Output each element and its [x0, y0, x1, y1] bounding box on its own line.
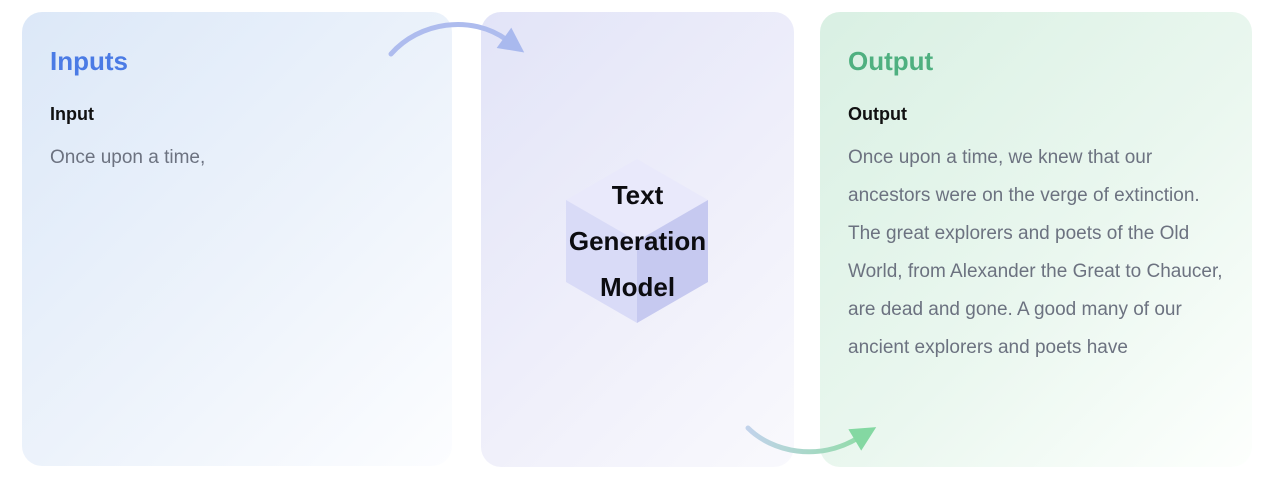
input-field-label: Input — [50, 104, 94, 124]
output-field-value: Once upon a time, we knew that our ances… — [848, 147, 1223, 358]
model-label-line: Model — [599, 272, 676, 302]
model-panel: Text Generation Model — [481, 12, 794, 467]
model-label: Text Generation Model — [481, 172, 794, 310]
inputs-heading: Inputs — [50, 46, 128, 76]
input-field-value: Once upon a time, — [50, 147, 206, 168]
model-label-line: Generation — [568, 226, 707, 256]
output-panel: Output Output Once upon a time, we knew … — [820, 12, 1252, 467]
output-field-label: Output — [848, 104, 907, 124]
output-heading: Output — [848, 46, 934, 76]
model-label-line: Text — [611, 180, 664, 210]
cube-icon — [566, 159, 708, 323]
inputs-panel: Inputs Input Once upon a time, — [22, 12, 452, 466]
